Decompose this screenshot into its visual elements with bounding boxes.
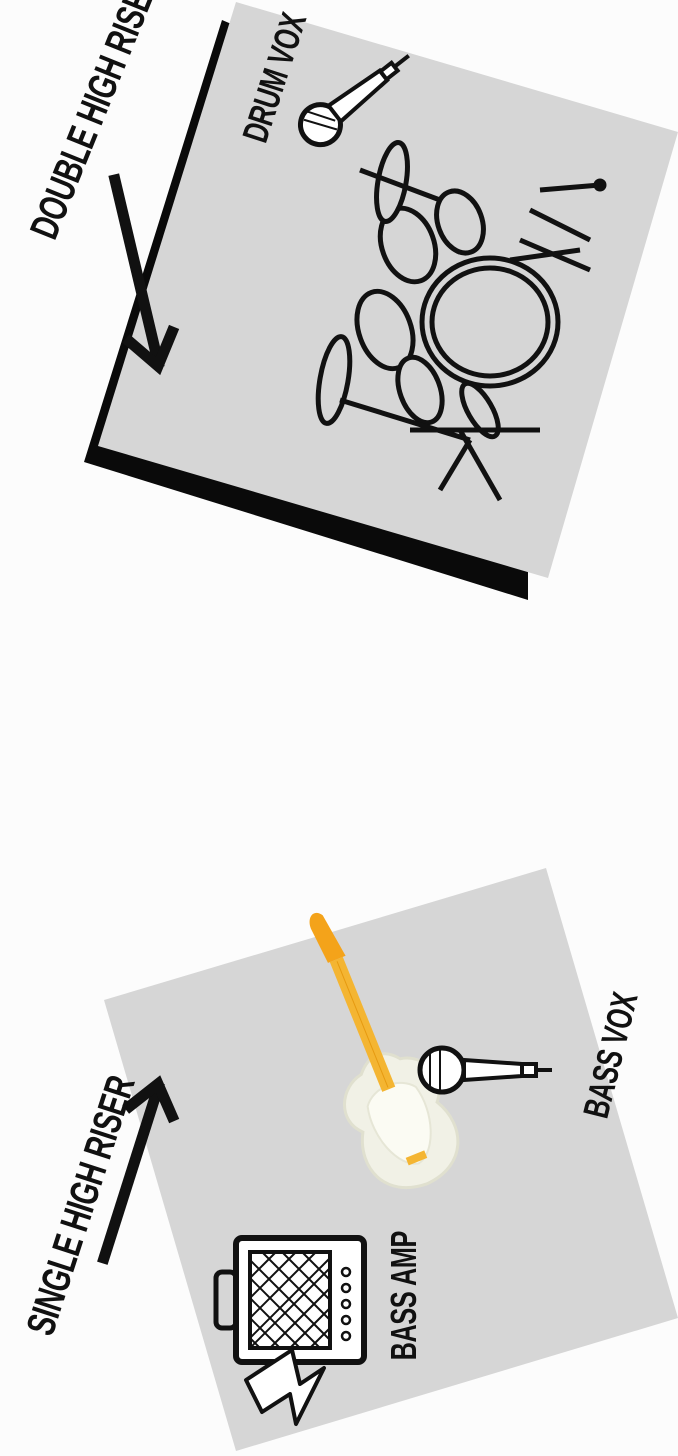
bass-amp-label: BASS AMP	[384, 1228, 424, 1388]
bass-amp-label-text: BASS AMP	[384, 1231, 424, 1360]
bass-amp-icon	[216, 1238, 364, 1362]
